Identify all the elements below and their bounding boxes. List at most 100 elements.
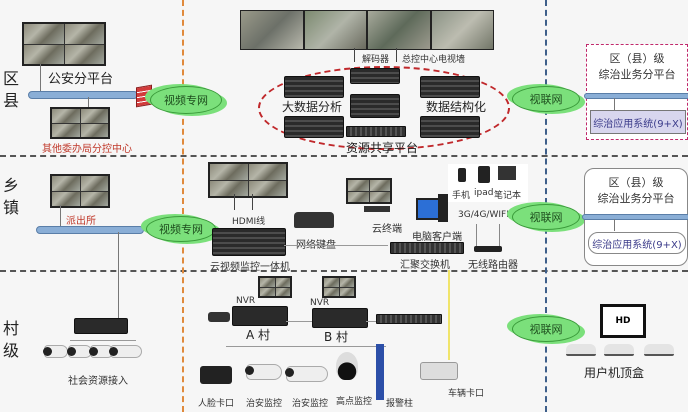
video-net-cloud-town: 视频专网 — [146, 216, 216, 242]
connector — [70, 340, 136, 341]
connector — [40, 64, 41, 92]
connector — [88, 97, 89, 107]
security-camera-icon — [245, 364, 282, 380]
town-bus — [36, 226, 144, 234]
connector — [448, 270, 450, 360]
ipad-label: ipad — [474, 188, 494, 198]
alarm-post-label: 报警柱 — [386, 399, 414, 409]
link-net-cloud-county: 视联网 — [512, 86, 580, 112]
police-platform-video-wall — [22, 22, 106, 66]
hd-tv-icon: HD — [600, 304, 646, 338]
link-net-cloud-village: 视联网 — [512, 316, 580, 342]
connector — [226, 346, 386, 347]
cloud-unit-monitor — [208, 162, 288, 198]
ipad-icon — [478, 166, 490, 183]
connector — [118, 232, 119, 322]
hd-label: HD — [615, 316, 631, 326]
connector — [286, 321, 312, 322]
vehicle-checkpoint-label: 车辆卡口 — [448, 389, 485, 399]
tv-wall-label: 总控中心电视墙 — [402, 55, 466, 65]
tier-divider-town-village — [0, 270, 688, 272]
laptop-label: 笔记本 — [494, 191, 522, 201]
social-nvr-icon — [74, 318, 128, 334]
app-system-county: 综治应用系统(9+X) — [590, 110, 686, 134]
router-label: 无线路由器 — [468, 260, 518, 271]
face-camera-icon — [200, 366, 232, 384]
router-icon — [474, 246, 502, 252]
village-a-monitor — [258, 276, 292, 298]
firewall-icon — [136, 84, 152, 108]
cloud-terminal-label: 云终端 — [372, 224, 402, 235]
tier-label-town: 乡镇 — [2, 176, 19, 217]
arrow-up-icon — [234, 194, 235, 210]
district-platform-title-1: 区（县）级 — [608, 176, 664, 189]
decoder-label: 解码器 — [362, 55, 390, 65]
security-camera-icon — [285, 366, 328, 382]
switch-icon — [346, 126, 406, 137]
village-b-label: B 村 — [324, 330, 349, 344]
app-system-label: 综治应用系统(9+X) — [593, 118, 683, 130]
nvr-b-device-icon — [312, 308, 368, 328]
decoder-device-icon — [350, 68, 400, 84]
security-monitor-1-label: 治安监控 — [246, 399, 283, 409]
phone-label: 手机 — [452, 191, 471, 201]
tier-label-county: 区县 — [2, 69, 19, 110]
tier-label-village: 村级 — [2, 319, 19, 360]
phone-icon — [458, 168, 466, 182]
link-net-cloud-town: 视联网 — [512, 204, 580, 230]
column-divider-orange — [182, 0, 184, 412]
server-icon — [284, 76, 344, 98]
county-bus — [28, 91, 138, 99]
security-monitor-2-label: 治安监控 — [292, 399, 329, 409]
tier-divider-county-town — [0, 155, 688, 157]
app-system-town: 综治应用系统(9+X) — [588, 232, 686, 254]
server-icon — [284, 116, 344, 138]
arrow-up-icon — [252, 194, 253, 210]
connector — [614, 98, 615, 110]
police-station-monitor — [50, 174, 110, 208]
connector — [60, 205, 61, 227]
village-a-label: A 村 — [246, 328, 271, 342]
set-top-box-icon — [644, 344, 674, 356]
connector — [284, 245, 388, 246]
other-centers-monitor — [50, 107, 110, 139]
server-icon — [350, 94, 400, 118]
cloud-unit-device-icon — [212, 228, 286, 256]
arrow-up-icon — [396, 48, 397, 62]
other-centers-label: 其他委办局分控中心 — [42, 144, 132, 155]
resource-platform-ellipse — [258, 66, 510, 150]
app-system-label: 综治应用系统(9+X) — [592, 239, 682, 251]
network-keyboard-label: 网络键盘 — [296, 236, 336, 251]
set-top-box-label: 用户机顶盒 — [584, 366, 645, 380]
district-platform-title-2: 综治业务分平台 — [597, 192, 675, 205]
police-station-label: 派出所 — [66, 216, 96, 227]
set-top-box-icon — [566, 344, 596, 356]
nvr-a-device-icon — [232, 306, 288, 326]
server-icon — [420, 76, 480, 98]
pc-client-label: 电脑客户端 — [412, 232, 462, 243]
connector — [614, 219, 615, 231]
district-platform-title-1: 区（县）级 — [609, 52, 665, 65]
big-data-label: 大数据分析 — [282, 100, 343, 114]
agg-switch-label: 汇聚交换机 — [400, 260, 450, 271]
server-icon — [420, 116, 480, 138]
face-checkpoint-label: 人脸卡口 — [198, 399, 235, 409]
town-platform-bus — [582, 214, 688, 220]
dome-camera-icon — [336, 352, 358, 380]
laptop-icon — [498, 166, 516, 180]
arrow-up-icon — [354, 48, 355, 62]
cloud-unit-label: 云视频监控一体机 — [210, 262, 290, 273]
data-struct-label: 数据结构化 — [426, 100, 487, 114]
vehicle-camera-icon — [420, 362, 458, 380]
pc-tower-icon — [438, 194, 448, 222]
nvr-b-label: NVR — [310, 298, 330, 308]
bullet-camera-icon — [109, 345, 142, 358]
agg-switch-icon — [390, 242, 464, 254]
video-net-cloud-county: 视频专网 — [150, 86, 222, 114]
village-b-monitor — [322, 276, 356, 298]
hdmi-label: HDMI线 — [232, 217, 266, 227]
network-keyboard-icon — [294, 212, 334, 228]
connector — [366, 321, 378, 322]
social-resources-label: 社会资源接入 — [68, 376, 128, 387]
alarm-post-icon — [376, 344, 384, 400]
